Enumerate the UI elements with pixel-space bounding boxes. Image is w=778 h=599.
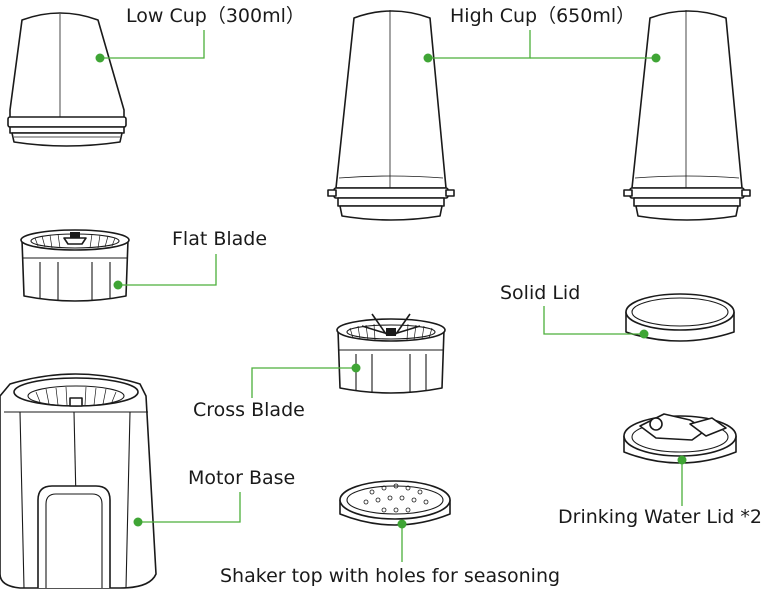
callout-shaker-top: Shaker top with holes for seasoning (220, 519, 560, 587)
callout-high-cup: High Cup（650ml） (423, 5, 661, 63)
low-cup-illustration (7, 12, 127, 147)
label-drinking-lid: Drinking Water Lid *2 (558, 506, 762, 528)
callout-cross-blade: Cross Blade (193, 363, 361, 421)
label-solid-lid: Solid Lid (500, 282, 580, 304)
callout-solid-lid: Solid Lid (500, 282, 649, 339)
label-motor-base: Motor Base (188, 467, 295, 489)
shaker-top-illustration (339, 480, 451, 526)
callout-drinking-lid: Drinking Water Lid *2 (558, 455, 762, 528)
drinking-lid-illustration (623, 413, 737, 464)
motor-base-illustration (0, 373, 157, 589)
label-low-cup: Low Cup（300ml） (126, 5, 305, 27)
solid-lid-illustration (625, 293, 735, 342)
label-cross-blade: Cross Blade (193, 399, 305, 421)
label-flat-blade: Flat Blade (172, 228, 267, 250)
shaker-holes (363, 483, 429, 513)
callout-low-cup: Low Cup（300ml） (95, 5, 305, 63)
cross-blade-illustration (336, 313, 446, 394)
high-cup-right-illustration (623, 10, 751, 221)
high-cup-left-illustration (327, 10, 455, 221)
label-high-cup: High Cup（650ml） (450, 5, 635, 27)
flat-blade-illustration (20, 229, 130, 302)
callout-flat-blade: Flat Blade (113, 228, 267, 290)
label-shaker-top: Shaker top with holes for seasoning (220, 565, 560, 587)
callout-motor-base: Motor Base (133, 467, 295, 527)
